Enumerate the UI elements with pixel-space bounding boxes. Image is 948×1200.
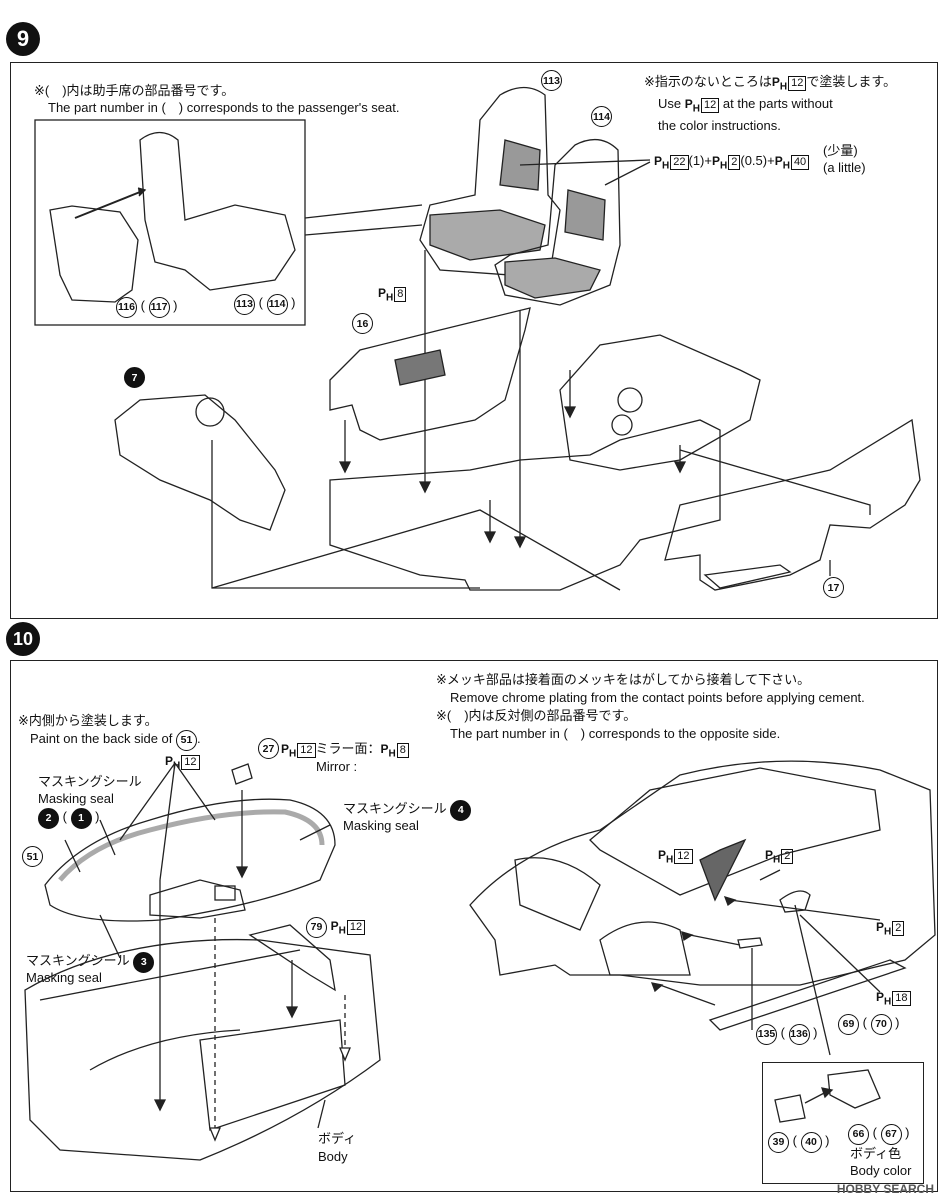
mirror-color-ja: ボディ色	[850, 1146, 902, 1161]
part-113-114-label: 113 ( 114 )	[234, 294, 296, 315]
part-113-label: 113	[541, 70, 562, 91]
body-rear	[24, 938, 381, 1161]
body-en: Body	[318, 1149, 348, 1164]
mix-small-ja: (少量)	[823, 143, 858, 158]
mirror-glass-part	[774, 1094, 806, 1123]
car-body	[469, 760, 936, 986]
opposite-note-en: The part number in ( ) corresponds to th…	[450, 726, 781, 741]
passenger-note-en: The part number in ( ) corresponds to th…	[48, 100, 400, 115]
back-side-note-en: Paint on the back side of 51.	[30, 730, 201, 751]
step-9-frame	[10, 62, 938, 619]
seat-shell	[139, 131, 296, 291]
seat-back-pad	[49, 205, 139, 303]
rear-bulkhead	[559, 334, 761, 471]
seat-detail-inset	[34, 119, 306, 326]
part-116-117-label: 116 ( 117 )	[116, 297, 178, 318]
mix-small-en: (a little)	[823, 160, 866, 175]
passenger-seat	[494, 138, 621, 306]
masking-seal-4-en: Masking seal	[343, 818, 419, 833]
passenger-note-ja: ※( )内は助手席の部品番号です。	[34, 83, 235, 98]
step-10-badge: 10	[6, 622, 40, 656]
masking-seal-1-en: Masking seal	[38, 791, 114, 806]
part-51-label: 51	[22, 846, 43, 867]
body-ja: ボディ	[318, 1131, 357, 1146]
part-135-136-label: 135 ( 136 )	[756, 1024, 818, 1045]
masking-seal-1-ja: マスキングシール	[38, 774, 142, 789]
opposite-note-ja: ※( )内は反対側の部品番号です。	[436, 708, 637, 723]
step-9-badge: 9	[6, 22, 40, 56]
step-10-frame	[10, 660, 938, 1192]
mirror-part	[231, 763, 253, 785]
masking-seal-3-en: Masking seal	[26, 970, 102, 985]
part-66-67-label: 66 ( 67 )	[848, 1124, 910, 1145]
masking-seal-4-ja: マスキングシール 4	[343, 800, 472, 821]
side-sill	[708, 959, 907, 1031]
part-39-40-label: 39 ( 40 )	[768, 1132, 830, 1153]
chrome-note-en: Remove chrome plating from the contact p…	[450, 690, 865, 705]
dashboard	[114, 394, 286, 531]
mirror-en: Mirror :	[316, 759, 358, 774]
mirror-housing-part	[827, 1069, 881, 1109]
side-mirror	[779, 890, 811, 913]
side-panel	[664, 418, 921, 591]
driver-seat	[419, 86, 561, 276]
back-side-note-ja: ※内側から塗装します。	[18, 713, 158, 728]
rear-window	[44, 798, 336, 922]
interior-tub	[329, 419, 721, 591]
mirror-color-en: Body color	[850, 1163, 912, 1178]
part-27-label: 27	[258, 738, 279, 759]
paint-note-en-2: the color instructions.	[658, 118, 781, 133]
chrome-note-ja: ※メッキ部品は接着面のメッキをはがしてから接着して下さい。	[436, 672, 811, 687]
seal-2-1-label: 2 ( 1 )	[38, 808, 100, 829]
part-7-label: 7	[124, 367, 145, 388]
rear-panel-part	[248, 924, 336, 992]
part-114-label: 114	[591, 106, 612, 127]
mirror-detail-inset	[762, 1062, 924, 1184]
door-panel	[329, 307, 531, 441]
part-16-label: 16	[352, 313, 373, 334]
part-17-label: 17	[823, 577, 844, 598]
watermark: HOBBY SEARCH	[836, 1182, 934, 1196]
part-69-70-label: 69 ( 70 )	[838, 1014, 900, 1035]
